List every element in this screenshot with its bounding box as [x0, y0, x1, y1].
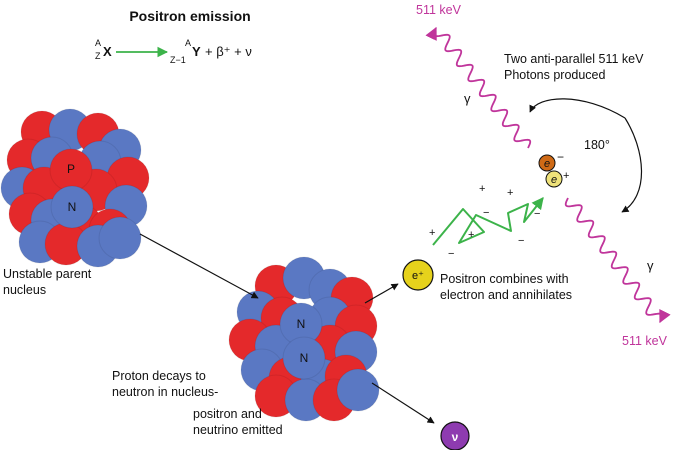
- decay-products: + β⁺ + ν: [205, 44, 252, 59]
- energy-label-top: 511 keV: [416, 3, 462, 17]
- positron-combines-line-1: Positron combines with: [440, 272, 569, 286]
- charge-mark: −: [483, 207, 489, 219]
- daughter-mass-number: A: [185, 38, 191, 48]
- neutrino-particle-label: ν: [452, 430, 459, 444]
- unstable-parent-line-2: nucleus: [3, 283, 46, 297]
- proton-label: P: [67, 162, 75, 176]
- charge-mark: −: [518, 235, 524, 247]
- annihilating-positron-particle: [545, 170, 563, 188]
- neutron-sphere: [282, 336, 326, 380]
- positron-combines-label: Positron combines with electron and anni…: [440, 272, 572, 302]
- parent-mass-number: A: [95, 38, 101, 48]
- proton-decays-line-1: Proton decays to: [112, 369, 206, 383]
- angle-arc-lower: [621, 117, 643, 213]
- daughter-neutron-label-2: N: [300, 351, 309, 365]
- diagram-title: Positron emission: [129, 8, 250, 24]
- positron-emitted-line-2: neutrino emitted: [193, 423, 283, 437]
- electron-particle: [538, 154, 556, 172]
- energy-label-bottom: 511 keV: [622, 334, 668, 348]
- neutron-sphere: [98, 216, 142, 260]
- positron-path: [432, 197, 544, 246]
- charge-mark: +: [429, 227, 435, 239]
- parent-to-daughter-arrow: [139, 233, 259, 299]
- neutron-label: N: [68, 200, 77, 214]
- path-charges: + + + − + − − −: [429, 183, 540, 260]
- gamma-symbol-top: γ: [464, 91, 471, 106]
- proton-decays-label: Proton decays to neutron in nucleus-: [112, 369, 218, 399]
- positron-emitted-label: positron and neutrino emitted: [193, 407, 283, 437]
- neutrino-particle: [440, 421, 470, 450]
- gamma-symbol-bottom: γ: [647, 258, 654, 273]
- two-photons-label: Two anti-parallel 511 keV Photons produc…: [504, 52, 644, 82]
- daughter-symbol: Y: [192, 44, 201, 59]
- charge-mark: +: [468, 229, 474, 241]
- angle-arc: [529, 98, 626, 119]
- decay-equation: A Z X A Z−1 Y + β⁺ + ν: [95, 38, 252, 65]
- annihilating-positron-symbol: e: [551, 174, 557, 186]
- positron-particle: [402, 259, 434, 291]
- positron-particle-label: e⁺: [412, 270, 424, 282]
- charge-mark: −: [534, 208, 540, 220]
- daughter-atomic-number: Z−1: [170, 55, 186, 65]
- angle-label: 180°: [584, 138, 610, 152]
- daughter-neutron-label-1: N: [297, 317, 306, 331]
- positron-combines-line-2: electron and annihilates: [440, 288, 572, 302]
- daughter-nucleus: [228, 256, 380, 422]
- neutron-sphere: [336, 368, 380, 412]
- charge-mark: −: [448, 248, 454, 260]
- unstable-parent-line-1: Unstable parent: [3, 267, 92, 281]
- charge-mark: +: [479, 183, 485, 195]
- parent-symbol: X: [103, 44, 112, 59]
- two-photons-line-1: Two anti-parallel 511 keV: [504, 52, 644, 66]
- proton-decays-line-2: neutron in nucleus-: [112, 385, 218, 399]
- unstable-parent-label: Unstable parent nucleus: [3, 267, 92, 297]
- gamma-photon-lower: [564, 197, 671, 324]
- two-photons-line-2: Photons produced: [504, 68, 606, 82]
- positron-emission-arrow: [364, 283, 399, 304]
- positron-emitted-line-1: positron and: [193, 407, 262, 421]
- neutrino-emission-arrow: [371, 382, 435, 424]
- annihilating-positron-sign: +: [563, 170, 569, 182]
- gamma-photon-upper: [425, 26, 532, 149]
- electron-symbol: e: [544, 158, 550, 170]
- parent-nucleus: [0, 108, 150, 268]
- neutron-sphere: [50, 185, 94, 229]
- electron-sign: −: [557, 150, 564, 164]
- charge-mark: +: [507, 187, 513, 199]
- parent-atomic-number: Z: [95, 51, 101, 61]
